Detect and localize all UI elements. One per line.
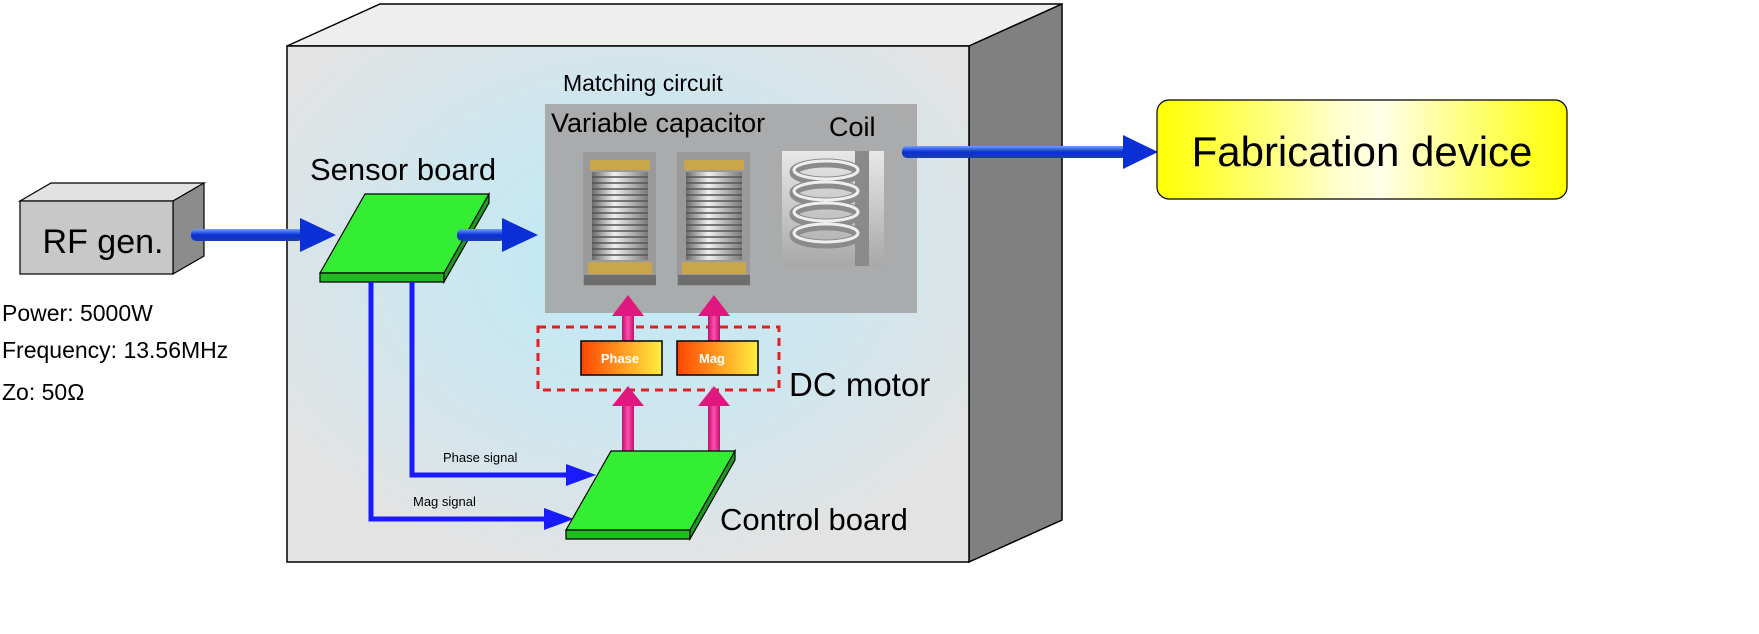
phase-motor-label: Phase (601, 351, 639, 366)
fabrication-device-box (1156, 99, 1568, 200)
variable-capacitor-image-1 (583, 152, 656, 286)
dc-motor-label: DC motor (789, 366, 930, 403)
variable-capacitor-label: Variable capacitor (551, 108, 765, 138)
rf-power-spec: Power: 5000W (2, 300, 153, 326)
mag-motor-label: Mag (699, 351, 725, 366)
phase-motor-to-capacitor-arrow (612, 295, 644, 342)
dc-motor-dashed-box (536, 325, 781, 392)
phase-signal-line (409, 282, 596, 486)
rf-frequency-spec: Frequency: 13.56MHz (2, 337, 228, 363)
control-board (564, 448, 737, 542)
matching-circuit-title: Matching circuit (563, 70, 723, 96)
coil-label: Coil (829, 112, 876, 142)
mag-motor-to-capacitor-arrow (698, 295, 730, 342)
rf-generator-label: RF gen. (43, 223, 164, 261)
mag-motor (676, 340, 759, 376)
variable-capacitor-image-2 (677, 152, 750, 286)
coil-image (782, 151, 884, 266)
phase-signal-label: Phase signal (443, 450, 518, 465)
control-to-phase-motor-arrow (612, 386, 644, 454)
rf-to-sensor-arrow (191, 218, 336, 252)
control-to-mag-motor-arrow (698, 386, 730, 454)
sensor-to-matching-arrow (457, 218, 538, 252)
mag-signal-line (368, 282, 574, 530)
rf-generator-box (17, 181, 207, 276)
fabrication-device-label: Fabrication device (1192, 128, 1533, 175)
sensor-board-label: Sensor board (310, 152, 496, 187)
mag-signal-label: Mag signal (413, 494, 476, 509)
control-board-label: Control board (720, 502, 908, 537)
matching-to-fabrication-arrow (902, 135, 1158, 169)
phase-motor (580, 340, 663, 376)
rf-impedance-spec: Zo: 50Ω (2, 379, 84, 405)
